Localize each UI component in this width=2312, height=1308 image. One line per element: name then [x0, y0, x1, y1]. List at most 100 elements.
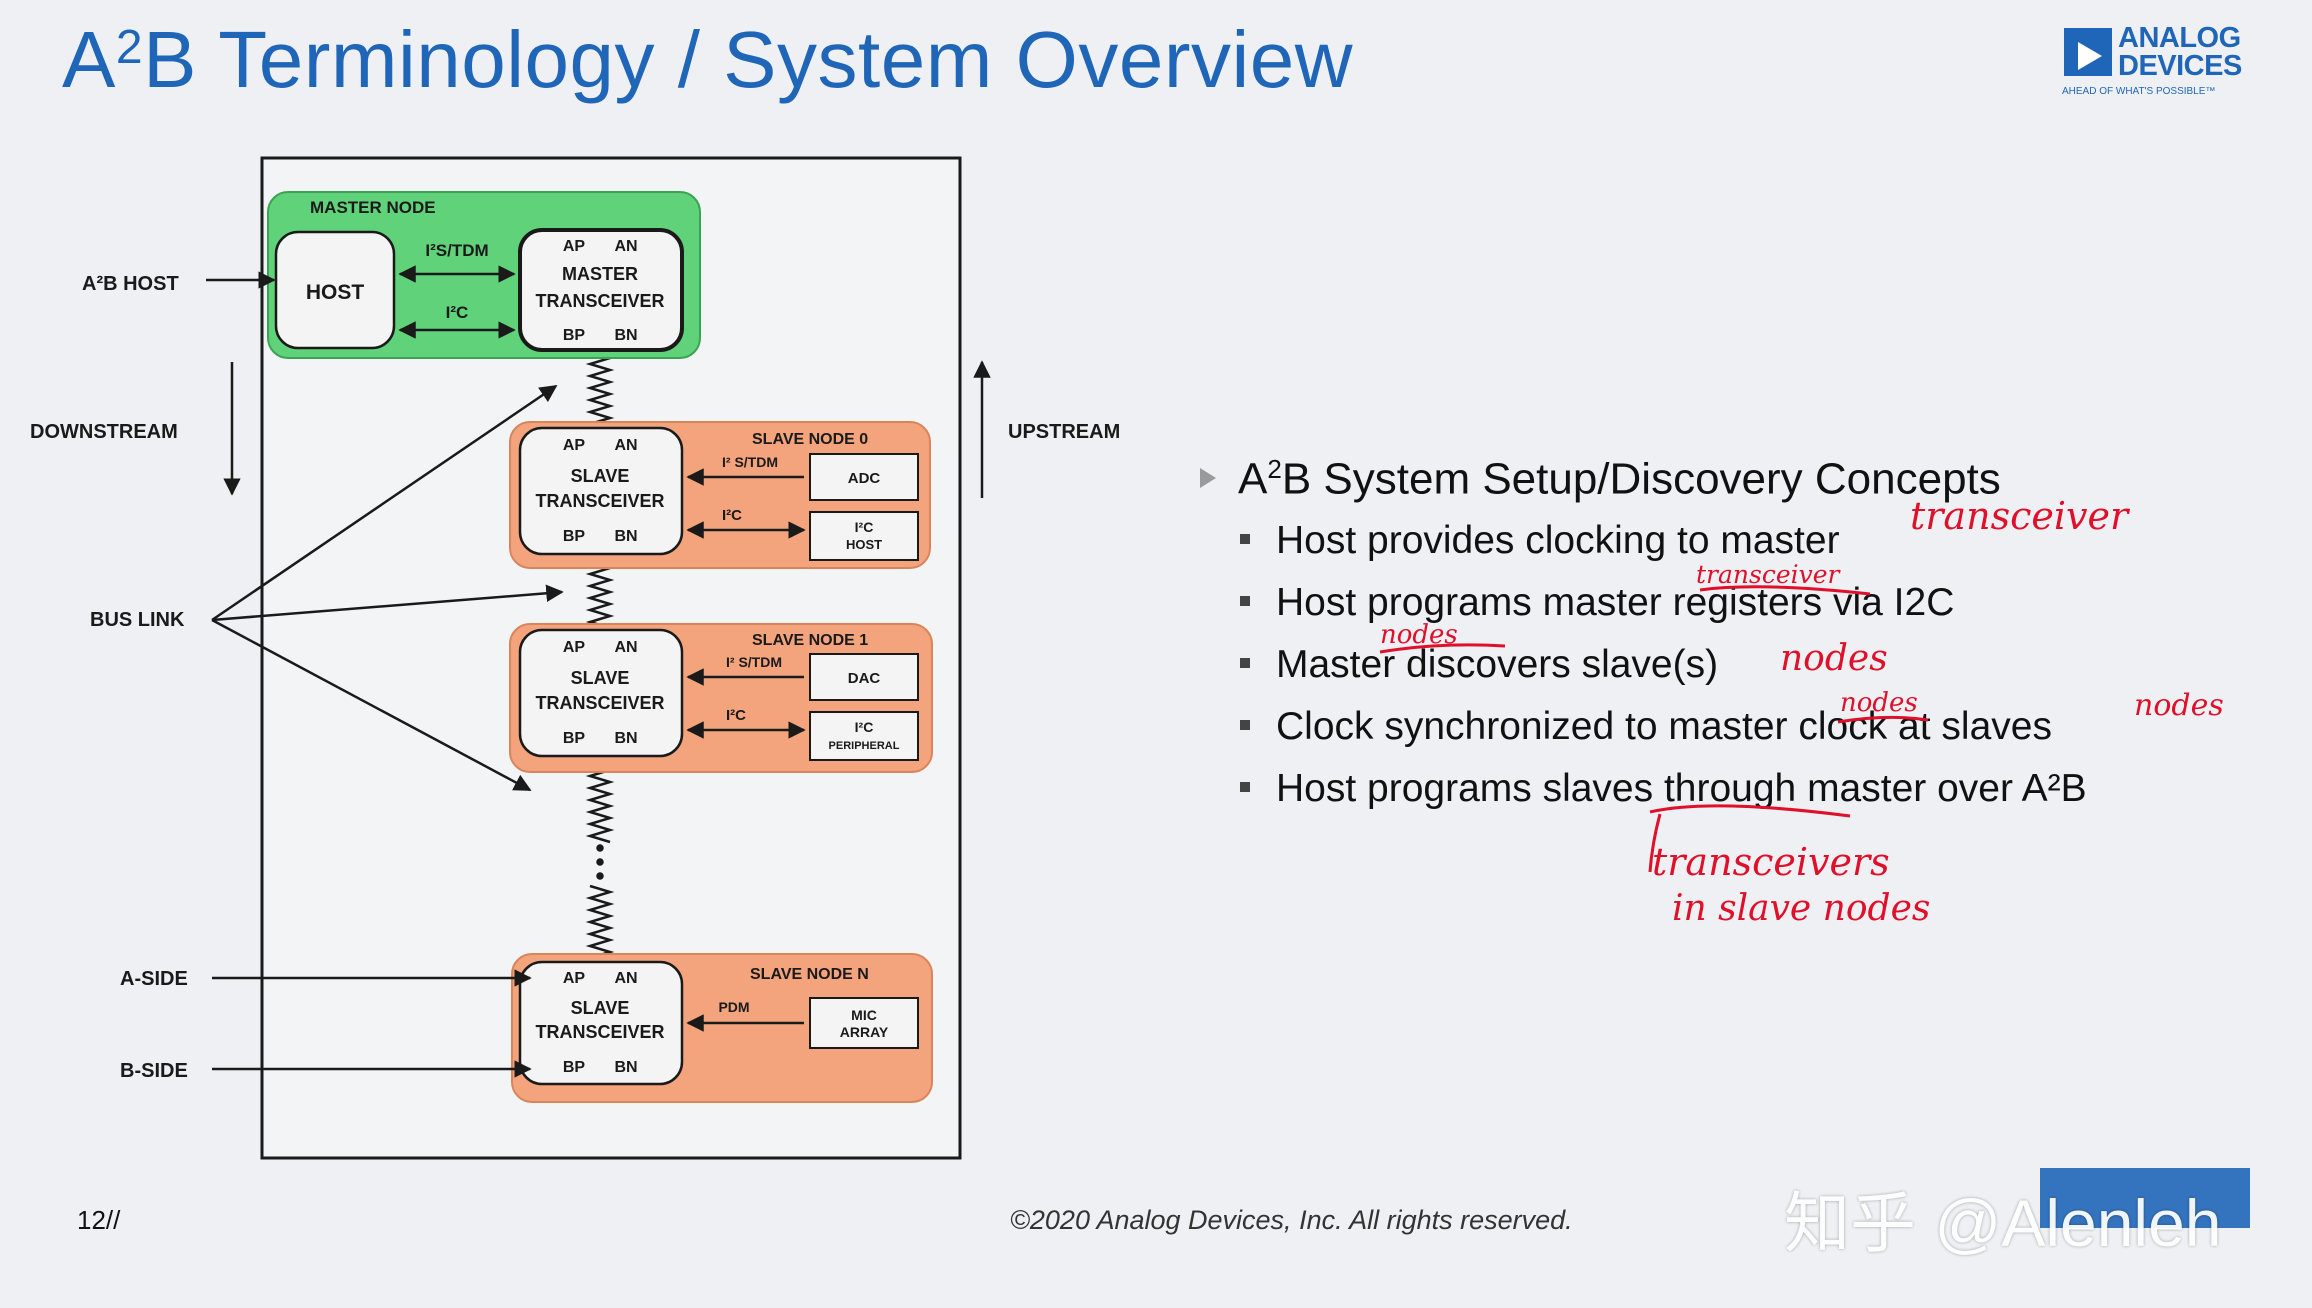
title-text-a: A	[62, 15, 116, 104]
slave-node-n-label: SLAVE NODE N	[750, 966, 869, 983]
svg-text:I² S/TDM: I² S/TDM	[722, 454, 778, 470]
svg-text:AN: AN	[614, 238, 637, 255]
i2c-host-box	[809, 511, 919, 561]
slave-node-1-label: SLAVE NODE 1	[752, 632, 868, 649]
square-bullet-icon	[1240, 657, 1250, 668]
annotation-nodes-2: nodes	[1780, 638, 1888, 679]
concepts-heading: A2B System Setup/Discovery Concepts	[1200, 454, 2001, 505]
copyright: ©2020 Analog Devices, Inc. All rights re…	[1010, 1205, 1573, 1235]
svg-text:AN: AN	[614, 970, 637, 987]
svg-text:MASTER: MASTER	[562, 264, 638, 284]
strike-registers	[1699, 585, 1871, 596]
annotation-transceiver-2: transceiver	[1696, 560, 1840, 589]
a2b-host-label: A²B HOST	[82, 273, 179, 295]
list-item: Host programs master registers via I2C	[1240, 581, 1954, 625]
strike-master-clock	[1837, 715, 1929, 724]
svg-text:AP: AP	[563, 437, 586, 454]
svg-text:SLAVE: SLAVE	[571, 998, 630, 1018]
title-superscript: 2	[115, 21, 144, 74]
annotation-nodes-3: nodes	[1840, 688, 1918, 718]
downstream-label: DOWNSTREAM	[30, 421, 178, 443]
svg-text:I² S/TDM: I² S/TDM	[726, 654, 782, 670]
svg-text:BP: BP	[563, 528, 586, 545]
svg-text:I²C: I²C	[722, 507, 742, 524]
svg-text:PDM: PDM	[718, 999, 749, 1015]
svg-text:PERIPHERAL: PERIPHERAL	[829, 740, 900, 752]
list-item: Master discovers slave(s)	[1240, 643, 1718, 687]
logo-line-2: DEVICES	[2118, 50, 2242, 82]
triangle-bullet-icon	[1200, 468, 1216, 489]
mic-array-box	[809, 997, 919, 1049]
svg-text:HOST: HOST	[846, 537, 882, 552]
slave-transceiver-0-box	[518, 426, 684, 556]
host-box	[274, 230, 396, 350]
slave-transceiver-1-box	[518, 628, 684, 758]
annotation-in-slave-nodes: in slave nodes	[1672, 888, 1931, 929]
svg-text:BN: BN	[614, 730, 637, 747]
svg-text:TRANSCEIVER: TRANSCEIVER	[535, 1022, 664, 1042]
list-item: Host programs slaves through master over…	[1240, 767, 2087, 811]
square-bullet-icon	[1240, 595, 1250, 606]
svg-text:AP: AP	[563, 970, 586, 987]
dac-box	[809, 653, 919, 701]
svg-text:TRANSCEIVER: TRANSCEIVER	[535, 291, 664, 311]
logo-mark-icon	[2064, 28, 2112, 76]
square-bullet-icon	[1240, 781, 1250, 792]
svg-text:MIC: MIC	[851, 1007, 877, 1023]
pointer-line	[1648, 813, 1662, 873]
bus-link-label: BUS LINK	[90, 609, 185, 631]
upstream-label: UPSTREAM	[1008, 421, 1120, 443]
strike-through-master	[1649, 804, 1851, 818]
corner-logo	[2040, 1168, 2250, 1228]
i2c-peripheral-box	[809, 711, 919, 761]
annotation-transceivers: transceivers	[1652, 840, 1890, 884]
square-bullet-icon	[1240, 719, 1250, 730]
annotation-nodes-1: nodes	[1380, 620, 1458, 650]
dac-label: DAC	[848, 670, 881, 687]
a-side-label: A-SIDE	[120, 968, 188, 990]
logo-tagline: AHEAD OF WHAT'S POSSIBLE™	[2062, 86, 2216, 97]
svg-text:BP: BP	[563, 1059, 586, 1076]
svg-text:AN: AN	[614, 437, 637, 454]
logo-wordmark: ANALOG DEVICES	[2118, 22, 2242, 82]
svg-text:ARRAY: ARRAY	[840, 1024, 889, 1040]
svg-text:TRANSCEIVER: TRANSCEIVER	[535, 491, 664, 511]
svg-text:AP: AP	[563, 639, 586, 656]
adc-box	[809, 453, 919, 501]
title-text-rest: B Terminology / System Overview	[143, 15, 1354, 104]
slave-transceiver-n-box	[518, 960, 684, 1086]
analog-devices-logo: ANALOG DEVICES AHEAD OF WHAT'S POSSIBLE™	[2060, 24, 2250, 104]
svg-text:BN: BN	[614, 1059, 637, 1076]
annotation-nodes-4: nodes	[2134, 688, 2224, 723]
list-item: Host provides clocking to master	[1240, 519, 1840, 563]
master-i2s-label: I²S/TDM	[425, 241, 488, 260]
svg-text:I²C: I²C	[855, 719, 874, 735]
page-number: 12//	[77, 1205, 121, 1235]
master-node-label: MASTER NODE	[310, 198, 436, 217]
svg-text:AP: AP	[563, 238, 586, 255]
master-i2c-label: I²C	[446, 303, 469, 322]
host-label: HOST	[306, 281, 365, 304]
watermark: 知乎 @Alenleh	[1784, 1186, 2222, 1260]
svg-text:I²C: I²C	[855, 519, 874, 535]
list-item: Clock synchronized to master clock at sl…	[1240, 705, 2052, 749]
svg-text:I²C: I²C	[726, 707, 746, 724]
master-transceiver-box	[518, 228, 684, 352]
logo-line-1: ANALOG	[2118, 22, 2241, 54]
svg-text:BP: BP	[563, 327, 586, 344]
svg-text:SLAVE: SLAVE	[571, 668, 630, 688]
svg-text:BN: BN	[614, 528, 637, 545]
svg-text:SLAVE: SLAVE	[571, 466, 630, 486]
page-title: A2B Terminology / System Overview	[62, 14, 1353, 106]
slave-node-0-label: SLAVE NODE 0	[752, 431, 868, 448]
b-side-label: B-SIDE	[120, 1060, 188, 1082]
adc-label: ADC	[848, 470, 881, 487]
svg-text:BN: BN	[614, 327, 637, 344]
square-bullet-icon	[1240, 533, 1250, 544]
svg-text:BP: BP	[563, 730, 586, 747]
strike-master	[1379, 643, 1506, 654]
svg-text:AN: AN	[614, 639, 637, 656]
